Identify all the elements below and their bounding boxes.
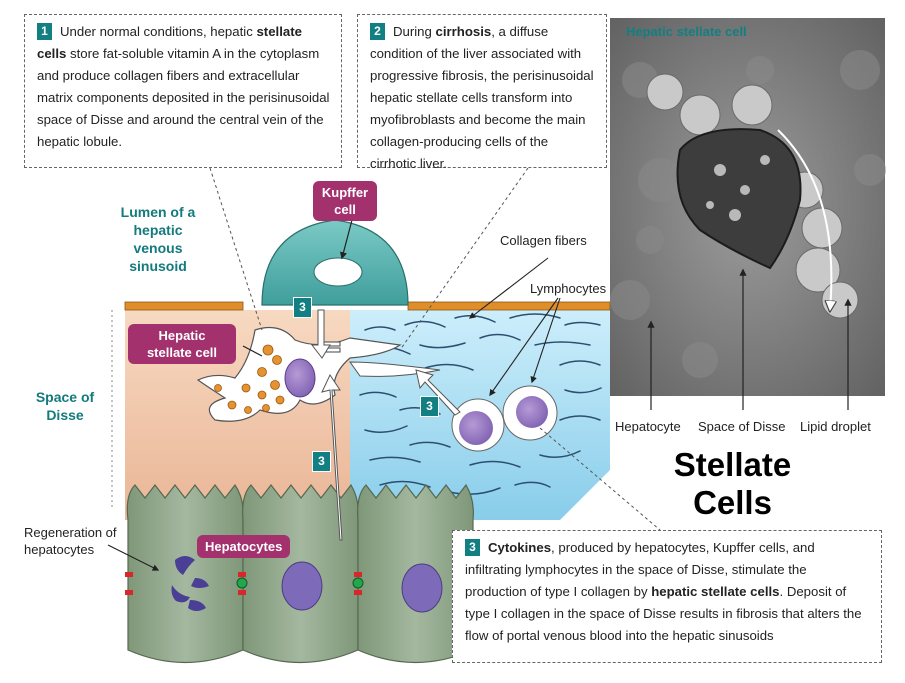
kupffer-nucleus xyxy=(313,257,363,287)
collagen-fibers xyxy=(359,313,602,508)
box2-segment-1: cirrhosis xyxy=(435,24,492,39)
kupffer-label: Kupffer cell xyxy=(313,181,377,221)
collagen-fibers-label: Collagen fibers xyxy=(500,233,587,248)
micrograph-hepatocyte-label: Hepatocyte xyxy=(615,419,681,434)
cell-junctions xyxy=(125,572,364,595)
cytokine-arrow-hepatocyte xyxy=(321,373,343,541)
step-number-1: 1 xyxy=(37,23,52,40)
box3-segment-1: , produced by hepatocytes, Kupffer cells… xyxy=(465,540,815,599)
cytokine-arrow-lymphocyte xyxy=(415,369,461,416)
endothelium-left xyxy=(124,301,244,311)
micrograph-image xyxy=(610,18,886,410)
hepatocyte-nucleus-3 xyxy=(401,563,443,613)
mitotic-chromosomes xyxy=(171,556,209,611)
hepatocytes-label: Hepatocytes xyxy=(197,535,291,558)
hepatocyte-nucleus-2 xyxy=(281,561,323,611)
micrograph-title: Hepatic stellate cell xyxy=(626,24,747,39)
lymphocytes-label: Lymphocytes xyxy=(530,281,607,296)
box1-segment-0: Under normal conditions, hepatic xyxy=(60,24,257,39)
lymphocyte-1 xyxy=(451,398,505,452)
box2-segment-0: During xyxy=(393,24,436,39)
lipid-droplets xyxy=(214,344,285,414)
endothelium-right xyxy=(407,301,611,311)
cytokine-arrow-kupffer xyxy=(310,309,331,359)
box2-text: During cirrhosis, a diffuse condition of… xyxy=(370,24,594,171)
box1-segment-1: stellate cells xyxy=(37,24,302,61)
lymphocyte-2 xyxy=(502,385,558,441)
box1-text: Under normal conditions, hepatic stellat… xyxy=(37,24,330,149)
regeneration-label: Regeneration of hepatocytes xyxy=(24,525,117,557)
stellate-nucleus xyxy=(284,358,316,398)
stellate-cells-title: Stellate Cells xyxy=(673,446,792,521)
badge-3-kupffer: 3 xyxy=(293,297,312,318)
box3-segment-3: . Deposit of type I collagen in the spac… xyxy=(465,584,862,643)
micrograph-disse-label: Space of Disse xyxy=(698,419,786,434)
stellate-nucleus-em xyxy=(676,128,802,270)
space-of-disse-label: Space of Disse xyxy=(35,389,95,423)
badge-3-hepatocyte: 3 xyxy=(312,451,331,472)
stellate-label: Hepatic stellate cell xyxy=(128,324,236,364)
pointer-lines xyxy=(209,167,661,531)
box3-text: Cytokines, produced by hepatocytes, Kupf… xyxy=(465,540,862,643)
badge-3-lymphocyte: 3 xyxy=(420,396,439,417)
box3-segment-2: hepatic stellate cells xyxy=(651,584,780,599)
step-number-2: 2 xyxy=(370,23,385,40)
micrograph-lipid-label: Lipid droplet xyxy=(800,419,871,434)
step-number-3: 3 xyxy=(465,539,480,556)
box2-segment-2: , a diffuse condition of the liver assoc… xyxy=(370,24,594,171)
box1-segment-2: store fat-soluble vitamin A in the cytop… xyxy=(37,46,330,149)
box3-segment-0: Cytokines xyxy=(488,540,552,555)
lumen-label: Lumen of a hepatic venous sinusoid xyxy=(120,204,196,274)
